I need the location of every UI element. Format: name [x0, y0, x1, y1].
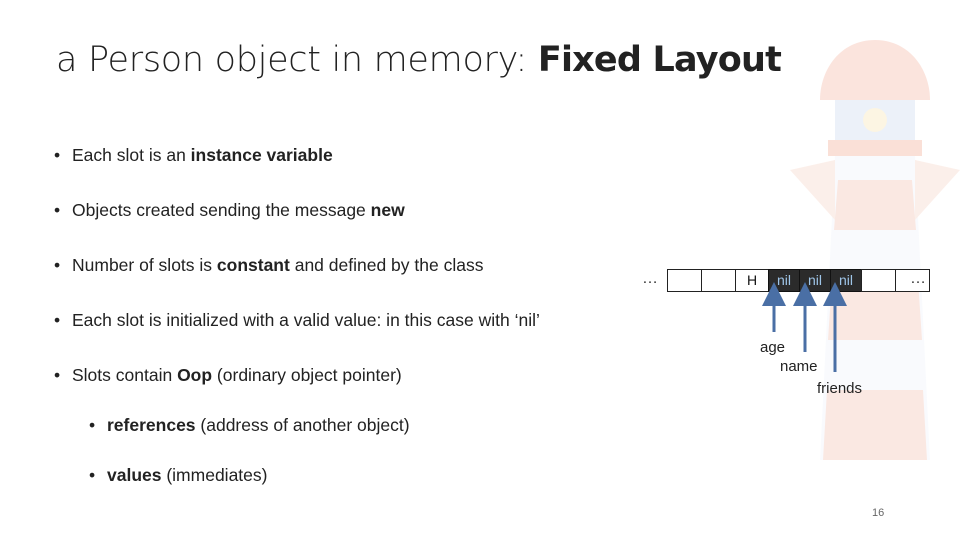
bullet-bold-text: instance variable	[190, 145, 333, 165]
bullet-bold-text: constant	[216, 255, 290, 275]
bullet-item: • Each slot is initialized with a valid v…	[54, 310, 540, 331]
label-age: age	[760, 339, 786, 356]
slot-friends: nil	[830, 269, 862, 292]
bullet-dot: •	[54, 255, 61, 275]
bullet-dot: •	[54, 200, 61, 220]
title-light-text: a Person object in memory:	[56, 40, 538, 80]
bullet-text: (address of another object)	[195, 415, 410, 435]
bullet-text: and defined by the class	[289, 255, 484, 275]
bullet-dot: •	[54, 310, 61, 330]
title-bold-text: Fixed Layout	[537, 40, 782, 80]
page-number: 16	[872, 507, 885, 519]
bullet-text: Number of slots is	[72, 255, 217, 275]
lighthouse-watermark-icon	[790, 40, 960, 460]
bullet-text: Objects created sending the message	[72, 200, 371, 220]
memory-cell-empty	[861, 269, 896, 292]
bullet-bold-text: values	[107, 465, 162, 485]
bullet-item: • Objects created sending the message new	[54, 200, 405, 221]
slot-arrows	[762, 282, 847, 372]
label-name: name	[780, 358, 818, 375]
label-friends: friends	[817, 380, 863, 397]
bullet-text: (immediates)	[161, 465, 268, 485]
bullet-text: Each slot is an	[72, 145, 191, 165]
memory-right-ellipsis: …	[910, 270, 927, 287]
bullet-bold-text: references	[107, 415, 196, 435]
memory-cell-empty	[701, 269, 736, 292]
bullet-dot: •	[54, 365, 61, 385]
slide-title: a Person object in memory: Fixed Layout	[56, 40, 782, 80]
bullet-item: • Slots contain Oop (ordinary object poin…	[54, 365, 402, 386]
memory-cell-empty	[667, 269, 702, 292]
memory-row: H nil nil nil	[667, 269, 930, 292]
bullet-text: Each slot is initialized with a valid va…	[72, 310, 540, 330]
memory-left-ellipsis: …	[642, 270, 659, 287]
bullet-item: • Number of slots is constant and defined…	[54, 255, 483, 276]
bullet-dot: •	[89, 415, 96, 435]
slot-age: nil	[768, 269, 800, 292]
object-header-cell: H	[735, 269, 769, 292]
bullet-dot: •	[54, 145, 61, 165]
bullet-text: (ordinary object pointer)	[212, 365, 402, 385]
bullet-dot: •	[89, 465, 96, 485]
memory-cell-empty	[895, 269, 930, 292]
bullet-text: Slots contain	[72, 365, 178, 385]
bullet-item: • Each slot is an instance variable	[54, 145, 333, 166]
sub-bullet-item: • references (address of another object)	[89, 415, 410, 436]
bullet-bold-text: new	[370, 200, 405, 220]
slot-name: nil	[799, 269, 831, 292]
sub-bullet-item: • values (immediates)	[89, 465, 267, 486]
bullet-bold-text: Oop	[177, 365, 213, 385]
